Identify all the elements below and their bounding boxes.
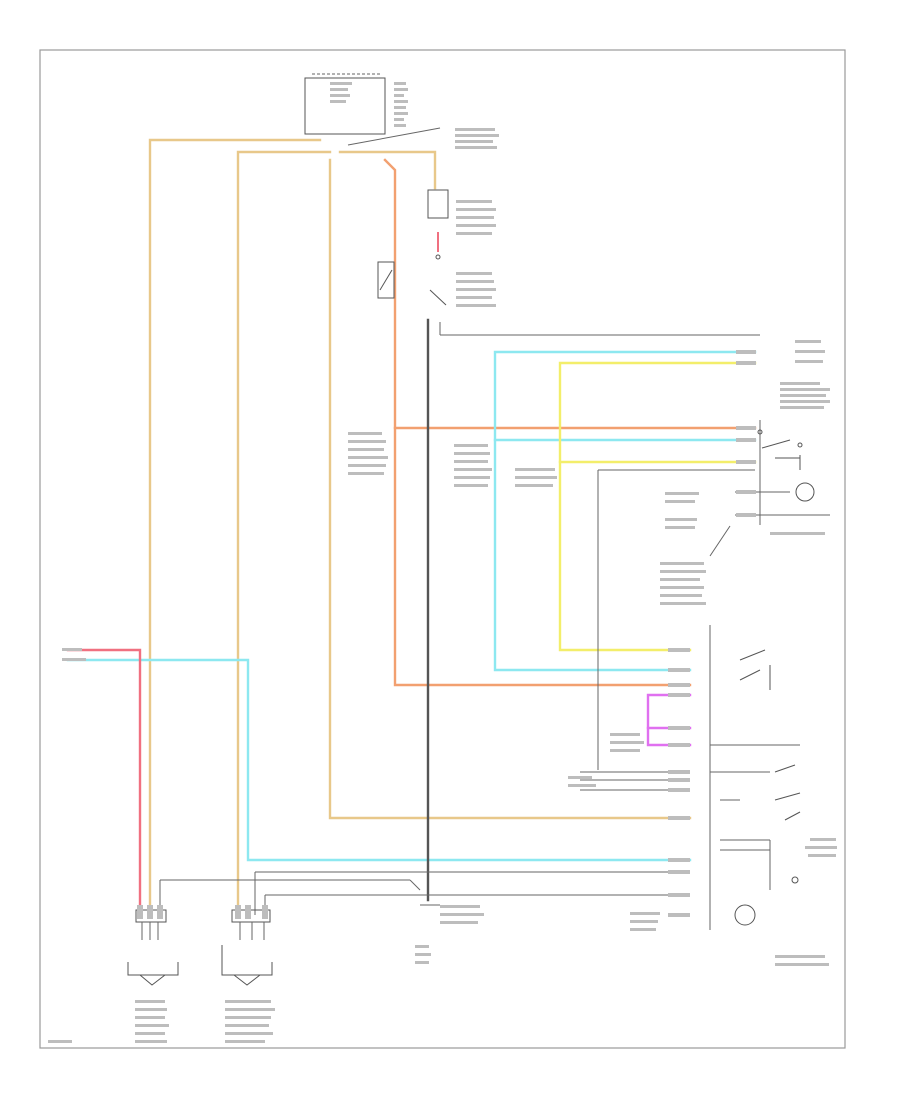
cyan-wire-left: [66, 658, 692, 862]
illegible-labels: [48, 200, 837, 1043]
yellow-wire: [558, 361, 757, 652]
tan-wire-main: [236, 150, 332, 917]
lamp-symbol: [734, 904, 756, 926]
switch-left: [377, 261, 395, 299]
connector-terminals: [668, 350, 756, 917]
right-sensor: [221, 909, 275, 1043]
wire-layer: [66, 138, 757, 917]
tan-wire-center: [328, 158, 692, 820]
magenta-wire: [646, 693, 692, 747]
diagram-frame: [39, 49, 846, 1049]
switch-right-upper: [757, 429, 803, 470]
relay-upper: [427, 189, 449, 306]
motor-symbol: [795, 482, 815, 502]
switch-right-lower: [774, 764, 801, 884]
cyan-wire-upper: [493, 350, 757, 672]
tan-wire-center: [338, 150, 437, 190]
sensor-connectors: [137, 905, 268, 919]
left-sensor: [127, 909, 179, 1043]
switch-right-mid: [739, 649, 771, 690]
fuse-block: [304, 73, 499, 149]
tan-wire-left: [148, 138, 322, 917]
red-wire: [66, 648, 142, 917]
orange-wire: [383, 158, 692, 687]
